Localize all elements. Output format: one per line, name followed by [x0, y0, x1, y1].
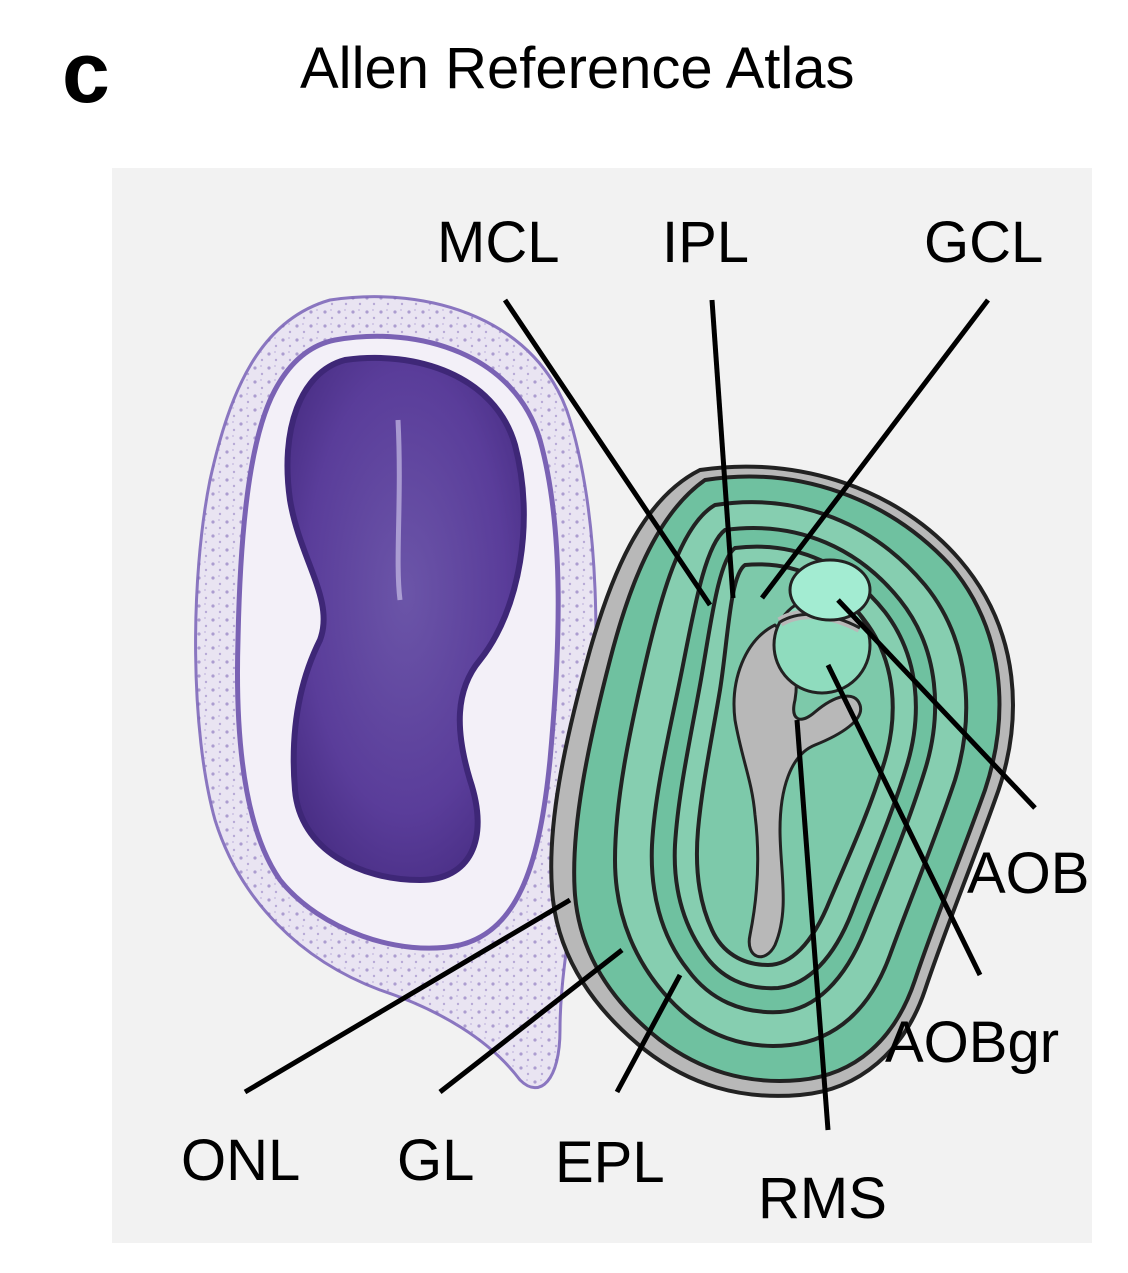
- leader-epl: [614, 973, 683, 1094]
- leader-ipl: [709, 299, 736, 599]
- leader-gl: [438, 948, 624, 1094]
- label-aob: AOB: [967, 841, 1090, 906]
- panel-letter: c: [62, 25, 110, 121]
- atlas-schematic: [549, 464, 1015, 1098]
- leader-aobgr: [825, 663, 983, 977]
- label-ipl: IPL: [662, 210, 749, 275]
- label-rms: RMS: [758, 1166, 887, 1231]
- leader-lines: [243, 298, 1037, 1131]
- leader-rms: [794, 719, 831, 1131]
- nissl-section: [194, 295, 598, 1090]
- label-gl: GL: [397, 1128, 474, 1193]
- figure-title: Allen Reference Atlas: [300, 36, 855, 101]
- label-epl: EPL: [555, 1130, 665, 1195]
- granule-cell-core: [284, 354, 527, 884]
- label-mcl: MCL: [437, 210, 559, 275]
- label-aobgr: AOBgr: [885, 1010, 1059, 1075]
- leader-aob: [836, 598, 1037, 810]
- label-onl: ONL: [181, 1128, 300, 1193]
- leader-mcl: [502, 298, 713, 607]
- label-gcl: GCL: [924, 210, 1043, 275]
- rms-streak: [395, 419, 403, 601]
- region-rms: [732, 623, 863, 959]
- leader-onl: [243, 897, 572, 1095]
- leader-gcl: [760, 298, 990, 600]
- region-aob: [788, 558, 872, 622]
- region-labels: MCL IPL GCL AOB AOBgr ONL GL EPL RMS: [181, 210, 1090, 1231]
